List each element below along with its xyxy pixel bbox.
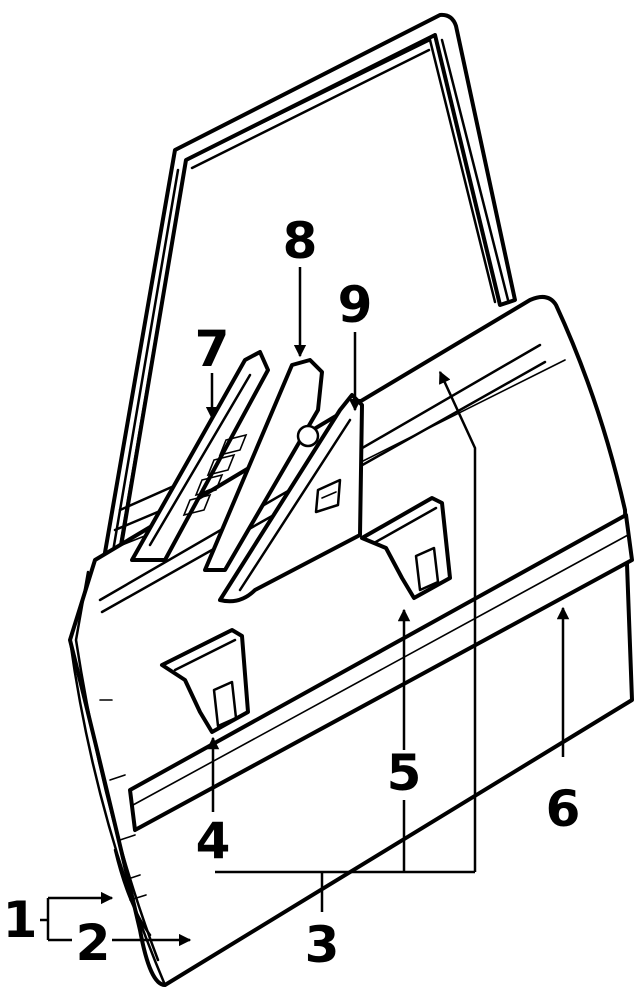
part-4-guard	[160, 628, 250, 734]
callout-7: 7	[195, 320, 230, 378]
part-7-garnish	[130, 350, 270, 562]
part-8-bracket	[203, 358, 332, 572]
callout-labels: 1 2 3 4 5 6 7 8 9	[3, 212, 581, 974]
part-5-guard	[360, 496, 452, 600]
body-side-molding	[128, 513, 634, 832]
callout-3: 3	[305, 916, 340, 974]
callout-6: 6	[546, 780, 581, 838]
weatherstrip	[113, 848, 152, 937]
callout-5: 5	[387, 744, 422, 802]
callout-9: 9	[338, 276, 373, 334]
callout-2: 2	[76, 914, 111, 972]
callout-8: 8	[283, 212, 318, 270]
callout-1: 1	[3, 891, 38, 949]
callout-4: 4	[196, 812, 231, 870]
leader-lines	[40, 267, 570, 947]
